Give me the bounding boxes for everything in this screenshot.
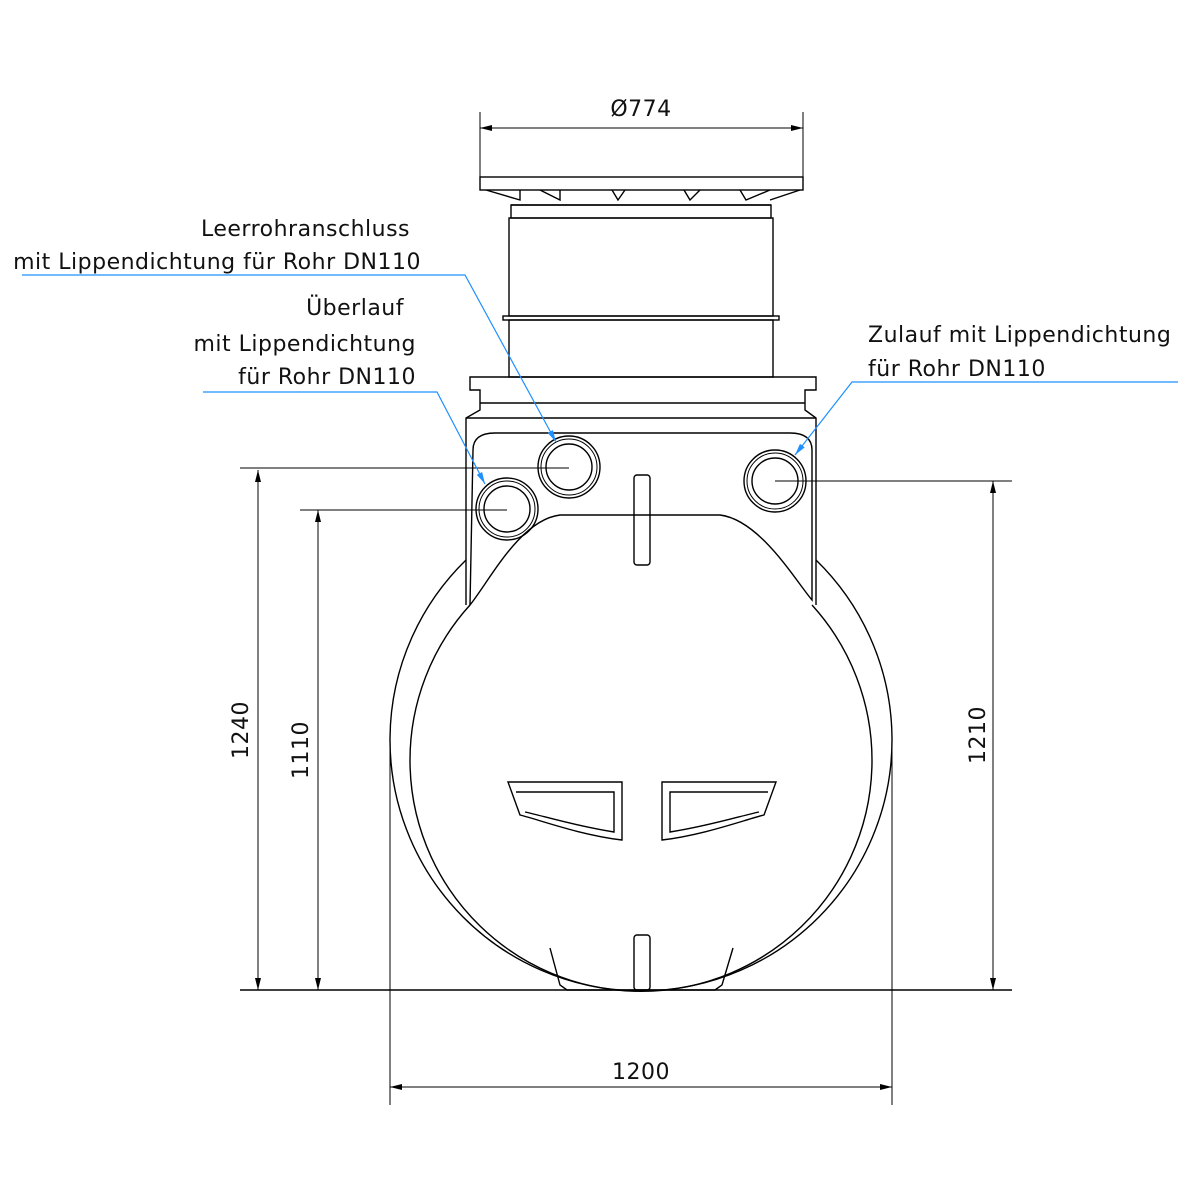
- dim-height-total: 1240: [229, 701, 254, 759]
- label-ueberlauf-3: für Rohr DN110: [238, 365, 416, 390]
- label-ueberlauf-1: Überlauf: [306, 295, 405, 321]
- dim-height-overflow: 1110: [289, 721, 314, 779]
- label-ueberlauf-2: mit Lippendichtung: [193, 332, 416, 357]
- dim-width: 1200: [612, 1060, 670, 1085]
- pipe-port-leerrohr: [537, 435, 601, 499]
- dim-top-diameter: Ø774: [610, 97, 671, 122]
- dim-height-inlet: 1210: [966, 706, 991, 764]
- label-zulauf-2: für Rohr DN110: [868, 357, 1046, 382]
- dimension-lines: [255, 125, 996, 1090]
- label-leerrohr-1: Leerrohranschluss: [201, 217, 410, 242]
- tank-body: [240, 376, 1012, 992]
- shaft-and-lid: [479, 176, 804, 378]
- label-zulauf-1: Zulauf mit Lippendichtung: [868, 323, 1171, 348]
- pipe-port-ueberlauf: [475, 477, 539, 541]
- leader-lines: [22, 274, 1178, 485]
- extension-lines: [240, 112, 1012, 1105]
- label-leerrohr-2: mit Lippendichtung für Rohr DN110: [13, 250, 421, 275]
